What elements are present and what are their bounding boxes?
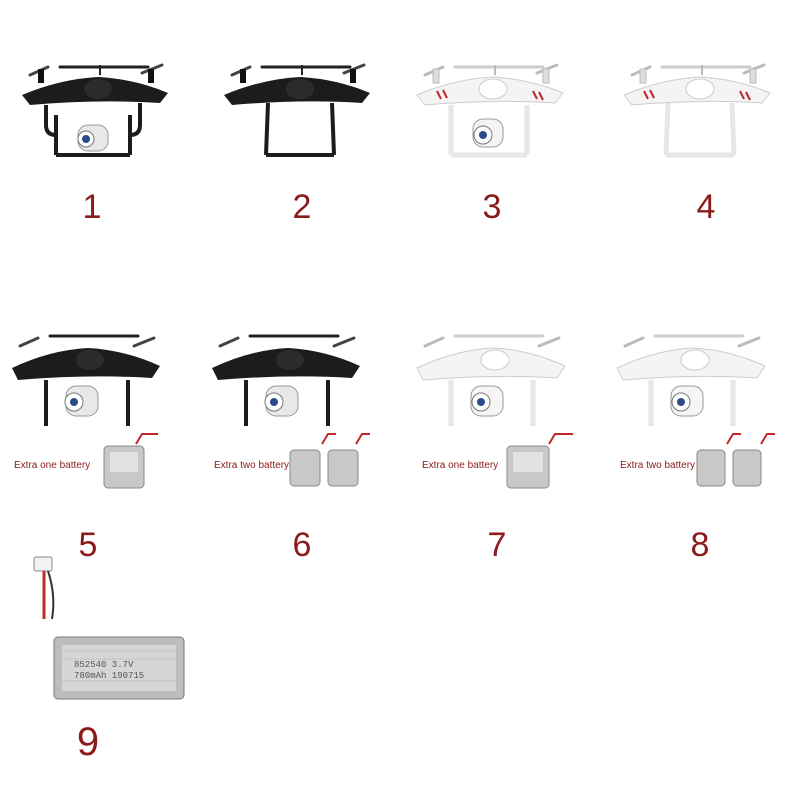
battery-caption-8: Extra two battery xyxy=(620,460,696,471)
drone-black-with-camera xyxy=(12,334,160,426)
drone-image-6[interactable] xyxy=(210,330,380,490)
product-number-6: 6 xyxy=(292,526,312,564)
battery-caption-6: Extra two battery xyxy=(214,460,290,471)
product-number-9: 9 xyxy=(76,720,100,764)
drone-black-no-camera xyxy=(224,63,370,157)
product-number-8: 8 xyxy=(690,526,710,564)
battery-icon xyxy=(103,433,158,489)
product-number-5: 5 xyxy=(78,526,98,564)
battery-icon: 852540 3.7V 780mAh 190715 xyxy=(33,556,185,700)
drone-image-8[interactable] xyxy=(615,330,790,490)
battery-icon xyxy=(506,433,573,489)
product-number-7: 7 xyxy=(487,526,507,564)
drone-black-with-camera xyxy=(22,63,168,157)
product-number-4: 4 xyxy=(696,188,716,226)
drone-image-3[interactable] xyxy=(415,55,565,170)
drone-image-2[interactable] xyxy=(222,55,372,170)
battery-caption-7: Extra one battery xyxy=(422,460,499,471)
drone-image-1[interactable] xyxy=(20,55,170,170)
drone-white-no-camera xyxy=(623,63,771,158)
product-number-2: 2 xyxy=(292,188,312,226)
drone-image-4[interactable] xyxy=(622,55,772,170)
battery-label-line1: 852540 3.7V xyxy=(74,660,134,670)
drone-black-with-camera xyxy=(212,334,360,426)
drone-image-5[interactable] xyxy=(10,330,170,490)
product-number-1: 1 xyxy=(82,188,102,226)
battery-icon xyxy=(327,433,370,487)
battery-icon xyxy=(289,433,336,487)
drone-white-with-camera xyxy=(416,63,564,158)
battery-icon xyxy=(696,433,741,487)
drone-white-with-camera xyxy=(616,334,766,426)
battery-label-line2: 780mAh 190715 xyxy=(74,671,144,681)
battery-image-9[interactable]: 852540 3.7V 780mAh 190715 xyxy=(30,555,190,705)
product-number-3: 3 xyxy=(482,188,502,226)
battery-caption-5: Extra one battery xyxy=(14,460,91,471)
battery-icon xyxy=(732,433,775,487)
drone-image-7[interactable] xyxy=(415,330,580,490)
drone-white-with-camera xyxy=(416,334,566,426)
